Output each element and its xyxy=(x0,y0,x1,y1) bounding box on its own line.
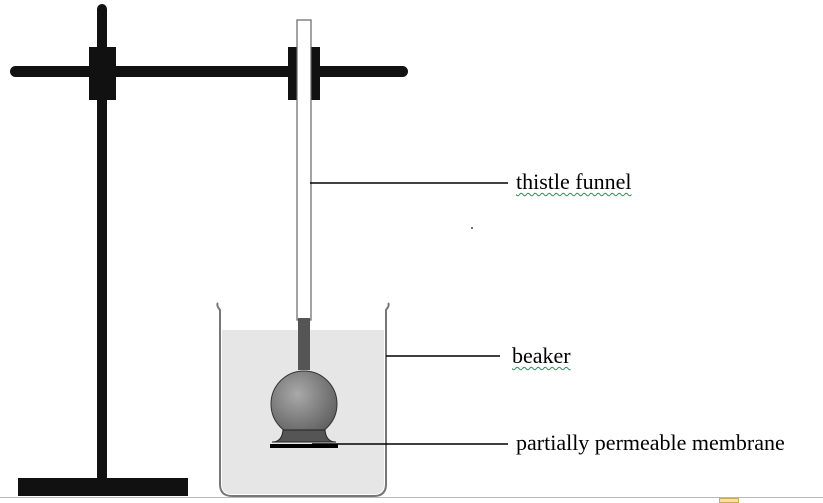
clamp-arm xyxy=(10,66,408,77)
funnel-tube-liquid xyxy=(298,318,310,370)
stray-dot xyxy=(471,227,473,229)
label-partially-permeable-membrane: partially permeable membrane xyxy=(516,430,785,455)
beaker-glass xyxy=(216,302,390,497)
stand-rod xyxy=(97,4,107,482)
label-thistle-word: thistle funnel xyxy=(516,169,632,194)
funnel-bulb xyxy=(270,370,338,438)
corner-marker xyxy=(719,498,739,503)
page-bottom-divider xyxy=(0,497,823,498)
boss-head-left xyxy=(89,47,116,100)
label-thistle-funnel: thistle funnel xyxy=(516,171,631,193)
stand-base xyxy=(18,478,188,496)
funnel-flare xyxy=(271,429,337,443)
label-beaker: beaker xyxy=(512,343,571,368)
funnel-tube xyxy=(296,19,312,321)
thistle-funnel xyxy=(270,19,338,448)
